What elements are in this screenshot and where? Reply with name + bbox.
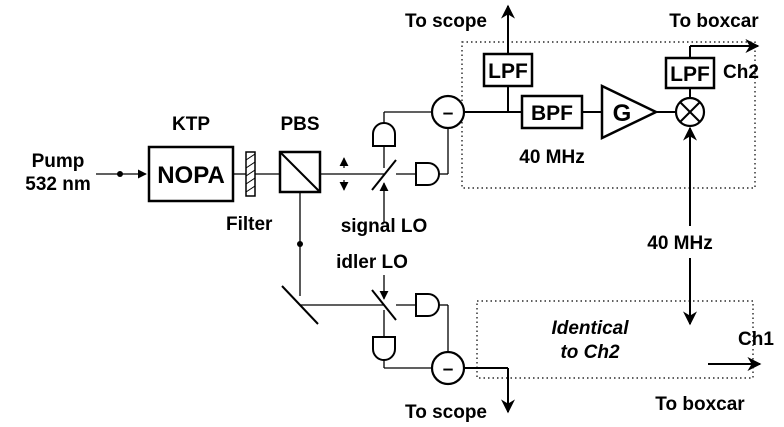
lpf-scope-box bbox=[482, 52, 534, 88]
idler-lo-label: idler LO bbox=[336, 252, 408, 273]
idler-photodiode-bottom bbox=[372, 336, 396, 361]
lpf-boxcar-label: LPF bbox=[670, 63, 710, 86]
bpf-frequency-label: 40 MHz bbox=[519, 147, 584, 168]
mixer bbox=[674, 96, 706, 128]
pump-wavelength-label: 532 nm bbox=[25, 174, 90, 195]
identical-label-line2: to Ch2 bbox=[560, 342, 620, 363]
pbs-label: PBS bbox=[280, 114, 319, 135]
to-boxcar-bottom-label: To boxcar bbox=[655, 394, 745, 415]
lpf-scope-label: LPF bbox=[488, 60, 528, 83]
ktp-label: KTP bbox=[172, 114, 210, 135]
idler-polarization-dot bbox=[297, 241, 303, 247]
to-scope-top-label: To scope bbox=[405, 11, 487, 32]
idler-subtractor-minus: – bbox=[443, 359, 454, 380]
signal-beamsplitter bbox=[371, 159, 397, 191]
pbs-cube bbox=[278, 150, 322, 194]
reference-frequency-label: 40 MHz bbox=[647, 233, 712, 254]
signal-subtractor-minus: – bbox=[443, 103, 454, 124]
to-scope-bottom-label: To scope bbox=[405, 402, 487, 423]
idler-photodiode-right bbox=[415, 293, 440, 317]
ch1-label: Ch1 bbox=[738, 329, 774, 350]
signal-lo-label: signal LO bbox=[341, 216, 428, 237]
pump-label: Pump bbox=[32, 151, 85, 172]
ch1-electronics-enclosure bbox=[476, 300, 754, 379]
ch2-label: Ch2 bbox=[723, 62, 759, 83]
pump-polarization-dot bbox=[117, 171, 123, 177]
to-boxcar-top-label: To boxcar bbox=[669, 11, 759, 32]
bpf-label: BPF bbox=[531, 102, 573, 125]
signal-photodiode-right bbox=[415, 162, 440, 186]
filter-element bbox=[245, 151, 256, 197]
nopa-label: NOPA bbox=[157, 162, 225, 189]
ch2-electronics-enclosure bbox=[461, 41, 756, 189]
amplifier-triangle bbox=[600, 84, 659, 140]
identical-label-line1: Identical bbox=[551, 318, 629, 339]
signal-photodiode-top bbox=[372, 122, 396, 147]
filter-label: Filter bbox=[226, 214, 273, 235]
amplifier-gain-label: G bbox=[613, 100, 632, 127]
lpf-boxcar-box bbox=[664, 56, 716, 90]
idler-beamsplitter bbox=[371, 289, 397, 321]
